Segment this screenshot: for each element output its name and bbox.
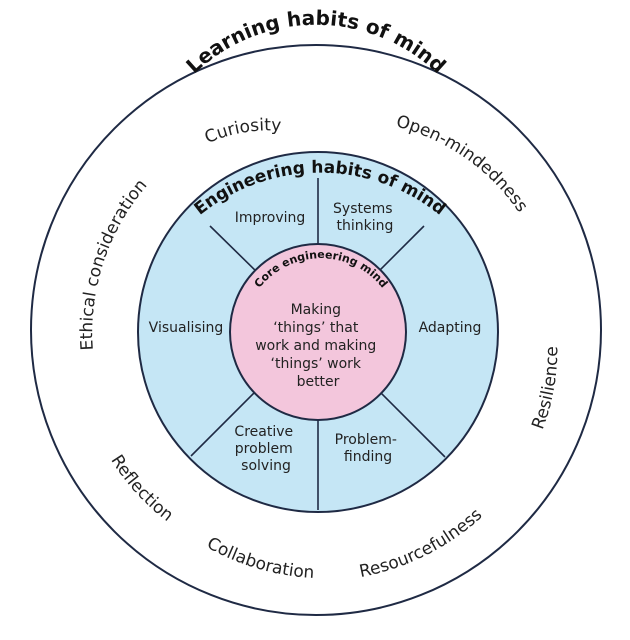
- segment-creative-problem-solving: Creative problem solving: [234, 424, 297, 474]
- core-description: Making ‘things’ that work and making ‘th…: [255, 302, 381, 390]
- segment-adapting: Adapting: [419, 320, 482, 336]
- core-circle: [229, 243, 407, 421]
- segment-systems-thinking: Systems thinking: [333, 201, 397, 234]
- divider-bottom-left: [190, 391, 256, 457]
- segment-improving: Improving: [235, 210, 306, 226]
- divider-top-left: [209, 225, 261, 276]
- segment-problem-finding: Problem- finding: [335, 432, 402, 465]
- divider-bottom-right: [379, 391, 446, 458]
- segment-visualising: Visualising: [149, 320, 224, 336]
- divider-top-right: [376, 225, 425, 274]
- segment-dividers: [190, 178, 446, 510]
